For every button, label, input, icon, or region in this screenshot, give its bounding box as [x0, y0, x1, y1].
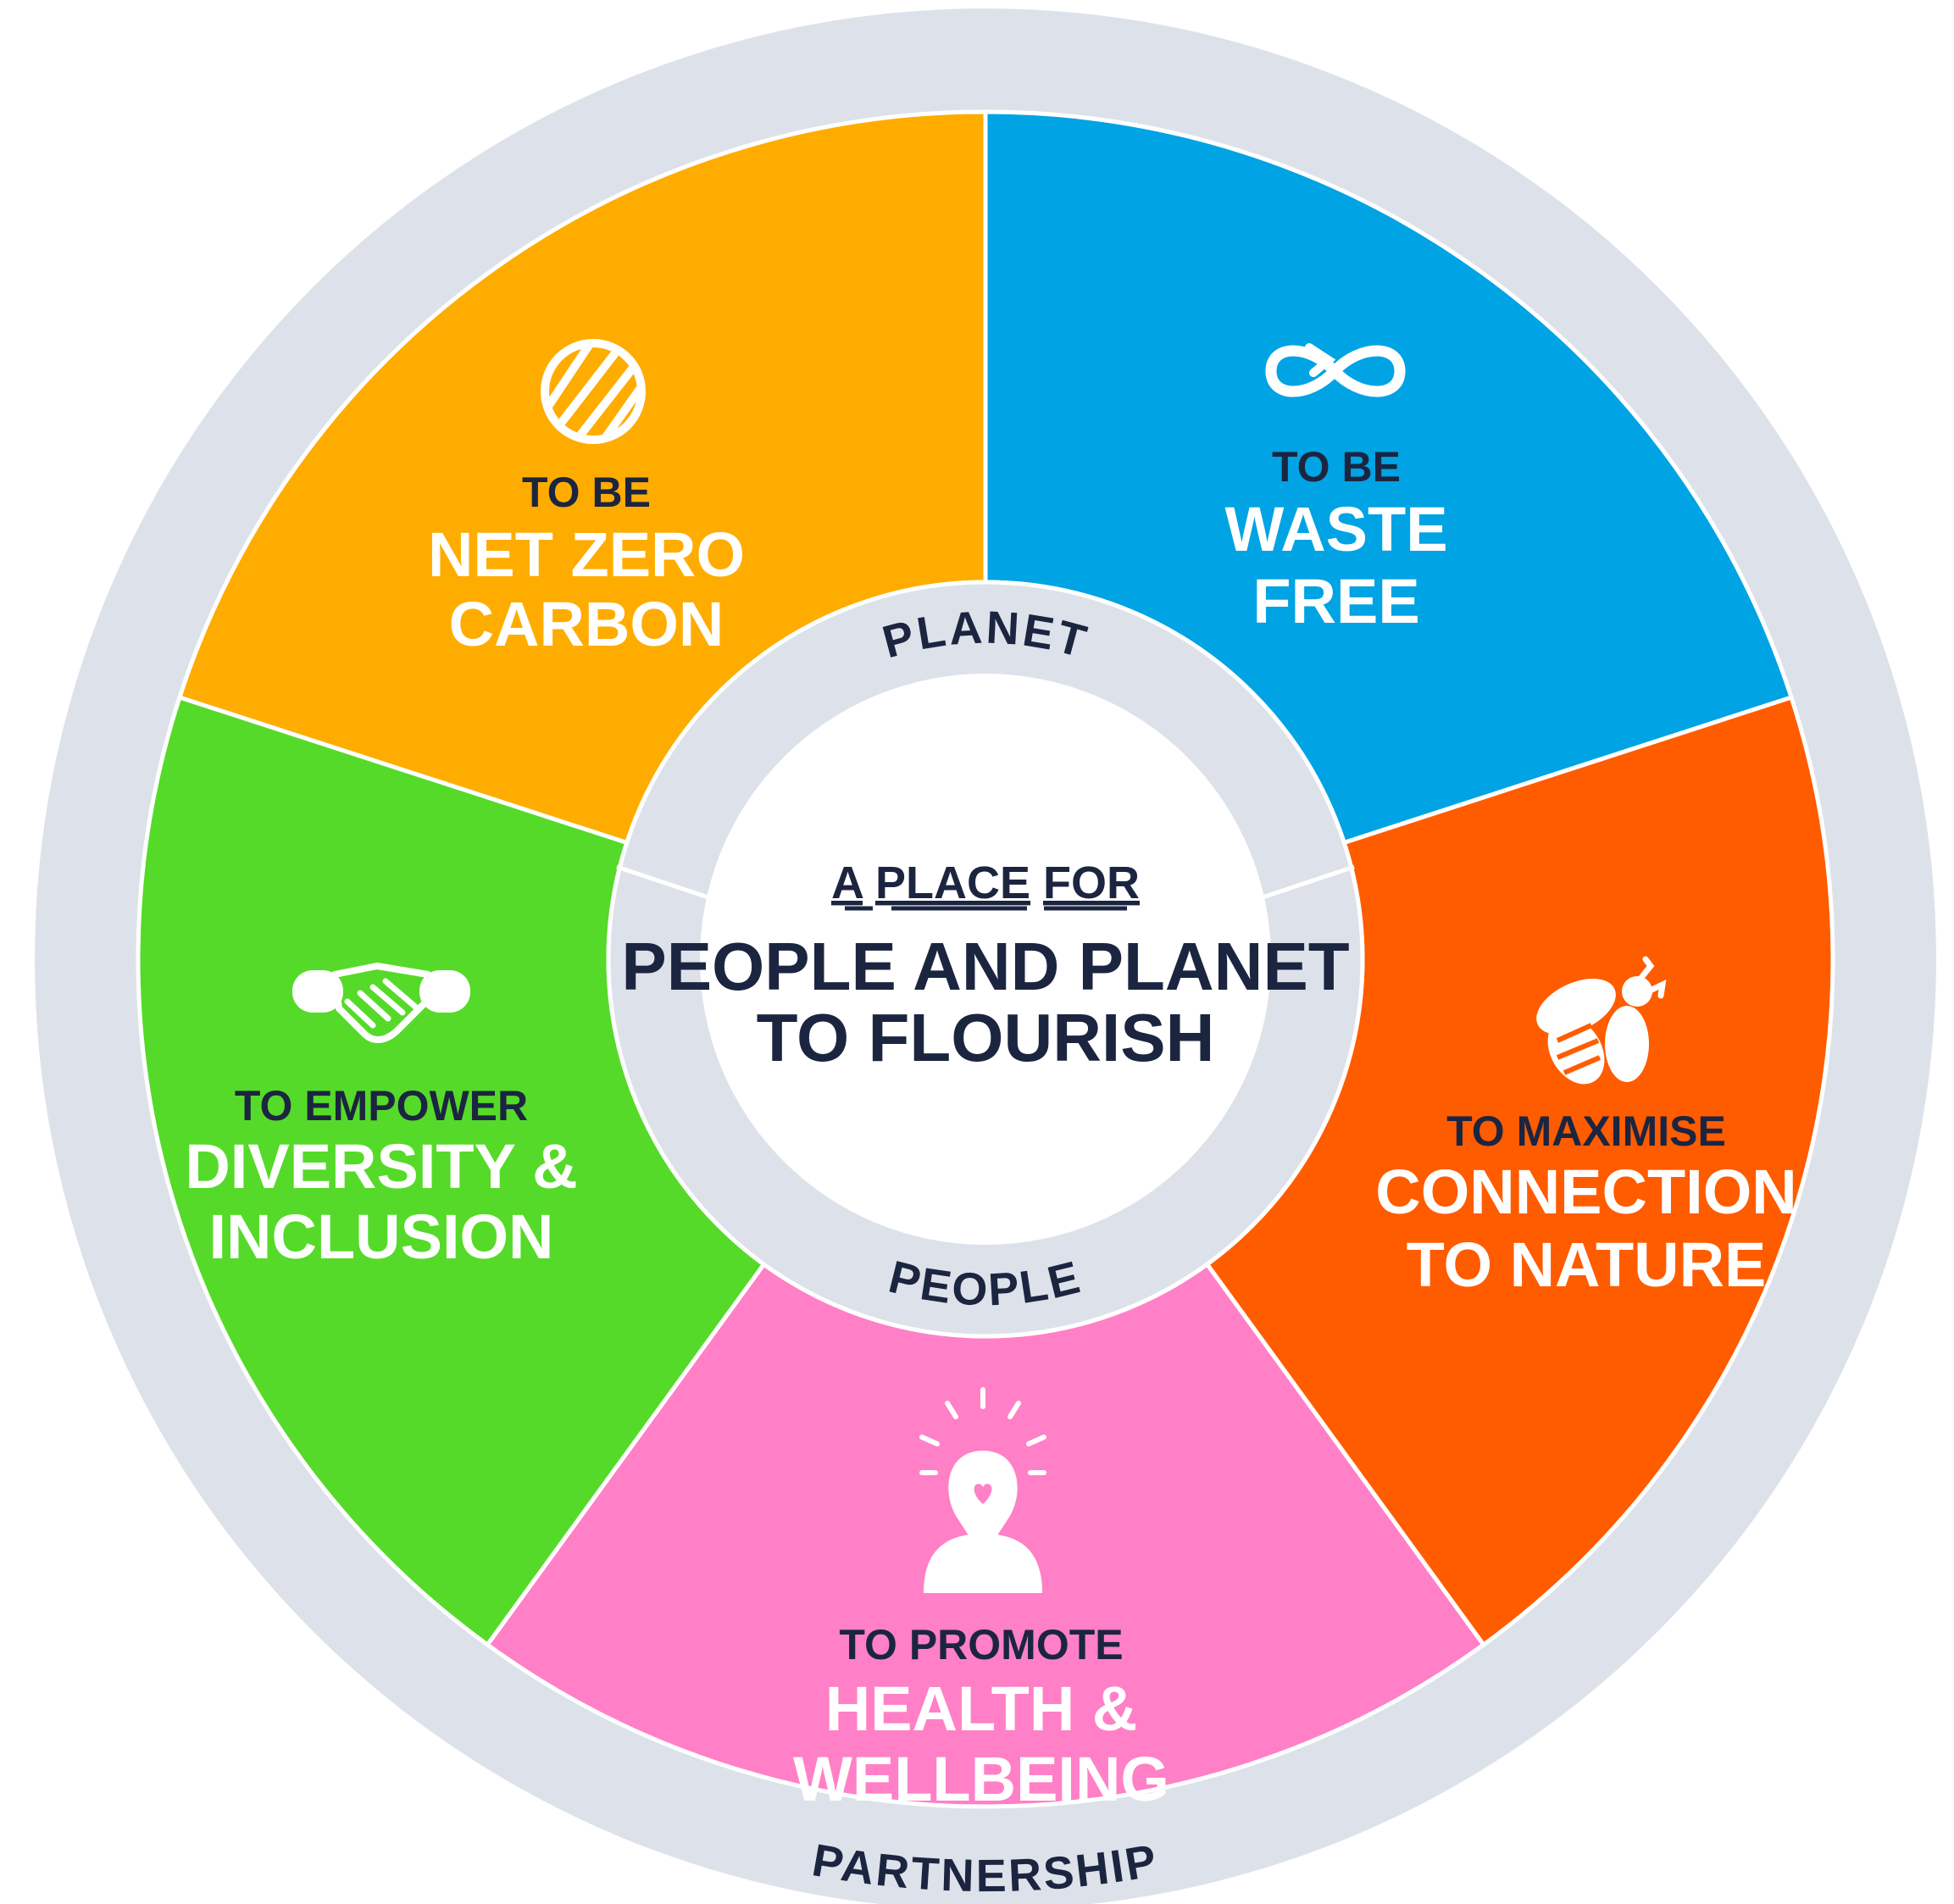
waste-free-line2: FREE [1252, 566, 1419, 636]
center-word-place: PLACE [875, 858, 1030, 908]
nature-content: TO MAXIMISE CONNECTION TO NATURE [1375, 956, 1797, 1300]
handshake-icon [292, 963, 470, 1043]
net-zero-line2: CARBON [449, 589, 724, 659]
diversity-line2: INCLUSION [209, 1202, 554, 1272]
striped-globe-icon [541, 339, 646, 444]
svg-text:A PLACE: A PLACE FOR [831, 858, 1140, 908]
net-zero-content: TO BE NET ZERO CARBON [428, 339, 745, 659]
net-zero-lead: TO BE [522, 469, 651, 516]
net-zero-line1: NET ZERO [428, 519, 745, 590]
inner-ring-divider-right [1262, 864, 1355, 900]
health-line1: HEALTH & [825, 1674, 1138, 1744]
diversity-lead: TO EMPOWER [235, 1082, 528, 1130]
center-word-a: A [831, 858, 863, 908]
waste-free-content: TO BE WASTE FREE [1224, 343, 1448, 636]
diversity-content: TO EMPOWER DIVERSITY & INCLUSION [185, 963, 578, 1272]
nature-line2: TO NATURE [1407, 1230, 1767, 1300]
inner-ring-divider-left [616, 864, 709, 900]
center-line-people-planet: PEOPLE AND PLANET [621, 929, 1349, 1004]
health-content: TO PROMOTE HEALTH & WELLBEING [793, 1387, 1169, 1814]
diversity-line1: DIVERSITY & [185, 1131, 577, 1202]
center-word-for: FOR [1043, 858, 1140, 908]
person-heart-icon [919, 1387, 1046, 1593]
waste-free-line1: WASTE [1224, 494, 1447, 564]
health-lead: TO PROMOTE [839, 1621, 1123, 1668]
infinity-loop-icon [1265, 343, 1406, 397]
nature-lead: TO MAXIMISE [1446, 1107, 1726, 1155]
health-line2: WELLBEING [793, 1744, 1169, 1814]
bee-icon [1536, 956, 1667, 1085]
waste-free-lead: TO BE [1272, 443, 1401, 491]
nature-line1: CONNECTION [1375, 1157, 1796, 1227]
center-disc [700, 674, 1271, 1245]
center-line-flourish: TO FLOURISH [757, 1000, 1215, 1075]
center-title: A PLACE FOR PEOPLE AND PLANET TO FLOURIS… [621, 858, 1349, 1075]
